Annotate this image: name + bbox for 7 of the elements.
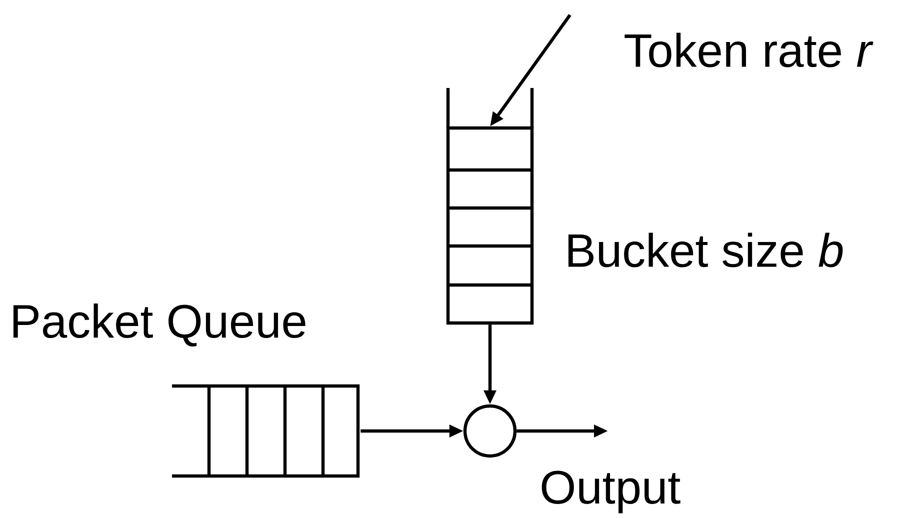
queue-drawing <box>172 384 360 478</box>
queue-drawing <box>446 88 534 325</box>
junction-circle <box>463 404 517 458</box>
edge-label: Output <box>542 470 680 514</box>
node-caption: Bucket size b <box>568 232 843 268</box>
node-caption: Packet Queue <box>13 304 306 346</box>
edge-label: Token rate r <box>624 32 874 68</box>
